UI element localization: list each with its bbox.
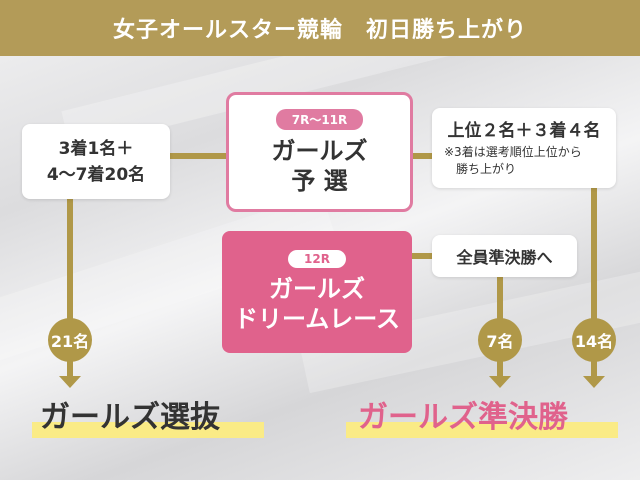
header-bar: 女子オールスター競輪 初日勝ち上がり xyxy=(0,0,640,56)
arrow-dream-to-junkessho xyxy=(489,376,511,388)
count-badge-left: 21名 xyxy=(48,318,92,362)
condition-box-right: 上位２名＋３着４名 ※3着は選考順位上位から 勝ち上がり xyxy=(432,108,616,188)
dream-race-badge: 12R xyxy=(288,250,346,268)
connector-right-vertical xyxy=(591,186,597,377)
yosen-race-box: 7R〜11R ガールズ 予 選 xyxy=(226,92,413,212)
senbatsu-highlight xyxy=(32,422,264,438)
condition-left-line2: 4〜7着20名 xyxy=(46,164,146,185)
dream-race-box: 12R ガールズ ドリームレース xyxy=(222,231,412,353)
condition-left-line1: 3着1名＋ xyxy=(58,138,134,159)
condition-box-left: 3着1名＋ 4〜7着20名 xyxy=(22,124,170,199)
page-title: 女子オールスター競輪 初日勝ち上がり xyxy=(112,18,527,43)
condition-right-note1: ※3着は選考順位上位から xyxy=(444,145,582,159)
condition-right-note2: 勝ち上がり xyxy=(456,162,517,176)
count-badge-middle: 7名 xyxy=(478,318,522,362)
connector-left-vertical xyxy=(67,197,73,377)
dream-race-title: ガールズ ドリームレース xyxy=(234,274,400,334)
condition-right-main: 上位２名＋３着４名 xyxy=(447,121,601,141)
yosen-title-line2: 予 選 xyxy=(291,166,348,195)
yosen-title-line1: ガールズ xyxy=(271,136,368,165)
junkessho-highlight xyxy=(346,422,618,438)
arrow-to-senbatsu xyxy=(59,376,81,388)
final-junkessho-label: ガールズ準決勝 xyxy=(358,400,568,435)
connector-dream-right xyxy=(410,253,434,259)
yosen-race-badge: 7R〜11R xyxy=(275,108,364,130)
arrow-right-to-junkessho xyxy=(583,376,605,388)
yosen-race-title: ガールズ 予 選 xyxy=(272,136,368,196)
dream-title-line2: ドリームレース xyxy=(233,305,401,333)
condition-box-dream: 全員準決勝へ xyxy=(432,235,577,277)
count-badge-right: 14名 xyxy=(572,318,616,362)
connector-yosen-right xyxy=(411,153,435,159)
dream-title-line1: ガールズ xyxy=(269,275,365,303)
connector-yosen-left xyxy=(168,153,228,159)
final-senbatsu-label: ガールズ選抜 xyxy=(40,400,220,435)
